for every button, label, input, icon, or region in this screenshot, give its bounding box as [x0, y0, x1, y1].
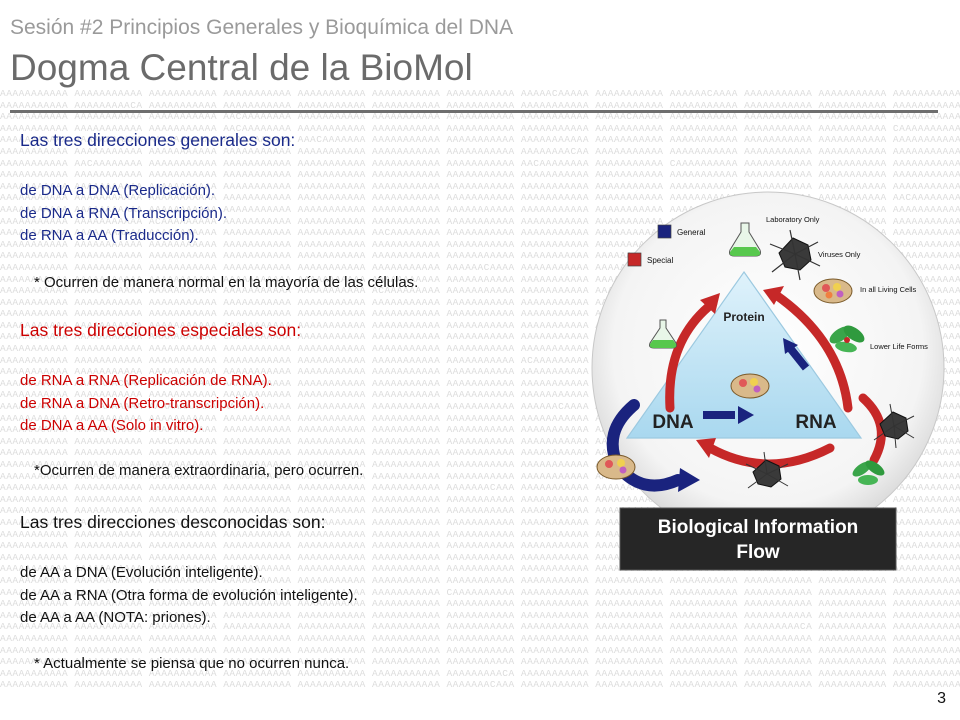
general-legend-label: General: [677, 228, 706, 237]
all-living-cells-label: In all Living Cells: [860, 285, 917, 294]
title-banner: [619, 507, 897, 571]
cell-dish-icon: [813, 278, 853, 304]
general-item: de DNA a DNA (Replicación).: [20, 182, 216, 199]
dna-node-label: DNA: [652, 412, 693, 433]
lower-life-forms-label: Lower Life Forms: [870, 342, 928, 351]
plant-icon: [829, 325, 865, 353]
special-arrow-rna-rna: [858, 393, 886, 465]
unknown-note: * Actualmente se piensa que no ocurren n…: [34, 655, 350, 672]
special-legend-swatch: [627, 252, 642, 267]
session-subtitle: Sesión #2 Principios Generales y Bioquím…: [10, 16, 514, 39]
virus-icon: [873, 403, 915, 449]
virus-icon: [745, 451, 789, 489]
special-item: de RNA a DNA (Retro-transcripción).: [20, 395, 265, 412]
unknown-heading: Las tres direcciones desconocidas son:: [20, 512, 326, 532]
special-note: *Ocurren de manera extraordinaria, pero …: [34, 462, 364, 479]
biological-information-flow-diagram: General Special Laboratory Only Viruses …: [591, 191, 945, 571]
special-heading: Las tres direcciones especiales son:: [20, 320, 302, 340]
general-heading: Las tres direcciones generales son:: [20, 130, 296, 150]
slide-title: Dogma Central de la BioMol: [10, 47, 473, 88]
page-number: 3: [937, 690, 946, 707]
cell-dish-icon: [596, 454, 636, 480]
general-legend-swatch: [657, 224, 672, 239]
flask-icon: [649, 319, 677, 349]
general-item: de RNA a AA (Traducción).: [20, 227, 199, 244]
cell-dish-icon: [730, 373, 770, 399]
central-triangle: [625, 270, 863, 439]
general-arrow-head: [678, 468, 700, 492]
rna-node-label: RNA: [795, 412, 836, 433]
laboratory-only-label: Laboratory Only: [766, 215, 820, 224]
viruses-only-label: Viruses Only: [818, 250, 861, 259]
general-arrow-rna-protein: [786, 345, 810, 371]
banner-line1: Biological Information: [658, 517, 859, 538]
special-item: de DNA a AA (Solo in vitro).: [20, 417, 204, 434]
protein-node-label: Protein: [723, 310, 764, 324]
plant-icon: [852, 460, 885, 485]
special-arrow-head: [696, 438, 716, 458]
special-arrow-protein-rna: [771, 290, 853, 413]
flask-liquid: [729, 247, 761, 256]
general-arrow-head: [783, 338, 798, 354]
title-divider: [10, 110, 938, 113]
special-legend-label: Special: [647, 256, 673, 265]
general-note: * Ocurren de manera normal en la mayoría…: [34, 274, 419, 291]
special-arrow-dna-protein: [665, 298, 718, 413]
unknown-item: de AA a DNA (Evolución inteligente).: [20, 564, 263, 581]
general-item: de DNA a RNA (Transcripción).: [20, 205, 228, 222]
banner-line2: Flow: [736, 542, 779, 563]
special-arrow-head: [763, 286, 784, 305]
virus-icon: [769, 229, 821, 281]
unknown-item: de AA a AA (NOTA: priones).: [20, 609, 211, 626]
general-arrow-head: [738, 406, 754, 424]
special-item: de RNA a RNA (Replicación de RNA).: [20, 372, 272, 389]
special-arrow-head: [700, 293, 720, 314]
unknown-item: de AA a RNA (Otra forma de evolución int…: [20, 587, 358, 604]
